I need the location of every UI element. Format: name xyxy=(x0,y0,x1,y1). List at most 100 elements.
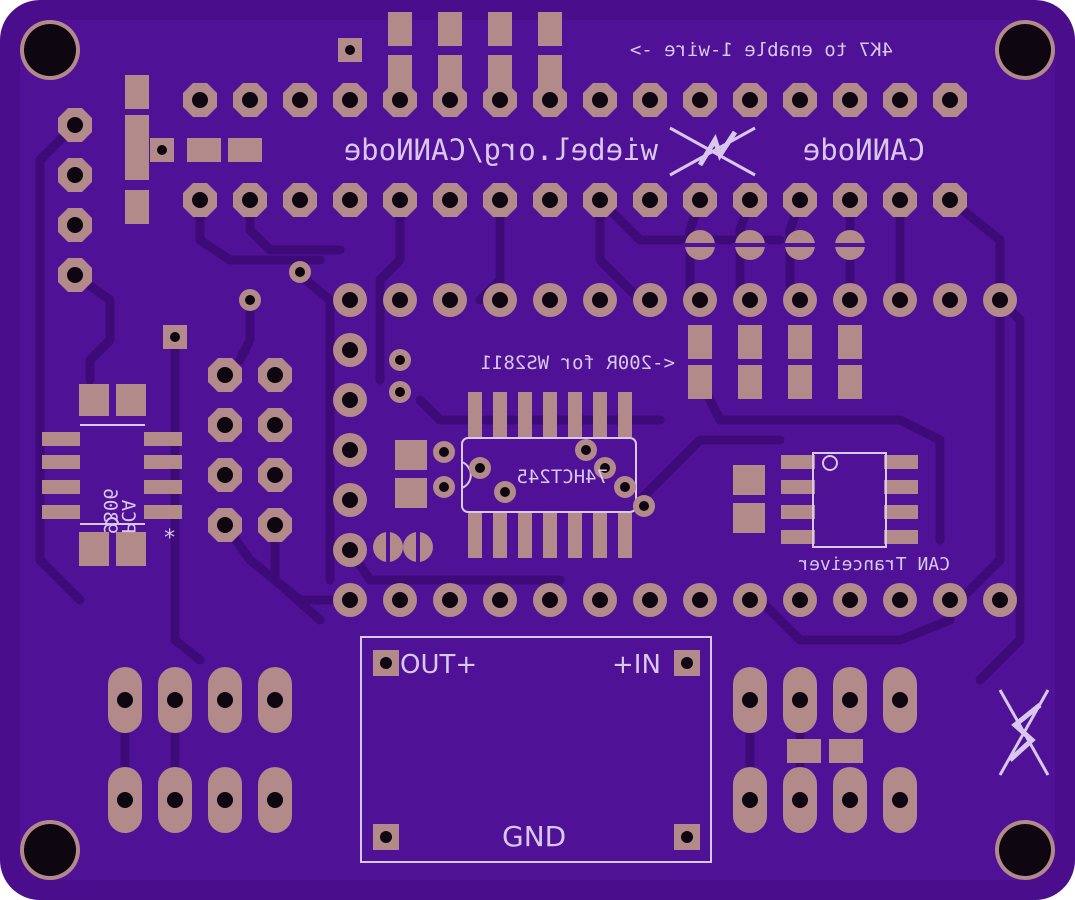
pad-drill xyxy=(267,367,283,383)
smd-pad xyxy=(187,138,221,162)
mounting-holes xyxy=(20,20,1055,880)
pad-drill xyxy=(342,442,358,458)
silk-ic2-label-line1: PCA xyxy=(117,499,139,534)
pad-drill xyxy=(592,592,608,608)
pad-drill xyxy=(842,192,858,208)
via-drill xyxy=(395,387,405,397)
smd-resistor-pads-right xyxy=(688,325,862,399)
pad-drill xyxy=(267,692,283,708)
pad-drill xyxy=(842,792,858,808)
smd-pad xyxy=(388,55,412,89)
pad-drill xyxy=(742,92,758,108)
pad-drill xyxy=(542,92,558,108)
pad-drill xyxy=(292,92,308,108)
pad-drill xyxy=(742,792,758,808)
pad-drill xyxy=(842,92,858,108)
pad-drill xyxy=(542,192,558,208)
pad-drill xyxy=(342,542,358,558)
smd-pad xyxy=(438,12,462,46)
pad-drill xyxy=(942,292,958,308)
pad-drill xyxy=(892,692,908,708)
pad-drill xyxy=(742,592,758,608)
silk-ic1-label: 74HCT245 xyxy=(516,466,608,488)
smd-pad xyxy=(538,12,562,46)
via-drill xyxy=(245,295,255,305)
74hct245-footprint xyxy=(461,392,637,558)
pad-drill xyxy=(217,367,233,383)
silk-ic2-label-line2: 9306 xyxy=(99,488,121,534)
pad-drill xyxy=(342,292,358,308)
pad-drill xyxy=(642,292,658,308)
pad-drill xyxy=(842,592,858,608)
smd-pad xyxy=(125,190,149,224)
pca9306-footprint xyxy=(42,384,182,566)
smd-pad xyxy=(518,513,532,558)
pad-drill xyxy=(792,592,808,608)
pad-drill xyxy=(167,692,183,708)
pad-drill xyxy=(542,292,558,308)
lightning-logo-right xyxy=(998,689,1050,776)
silk-asterisk: * xyxy=(163,526,176,551)
via-drill xyxy=(639,501,649,511)
smd-pad xyxy=(125,115,149,180)
pad-drill xyxy=(342,92,358,108)
pad-drill xyxy=(742,192,758,208)
smd-pad xyxy=(488,55,512,89)
can-transceiver-footprint xyxy=(781,452,918,548)
pad-drill xyxy=(442,592,458,608)
pad-drill xyxy=(992,592,1008,608)
silk-reg-out: OUT+ xyxy=(400,650,477,680)
pad-drill xyxy=(742,692,758,708)
pad-drill xyxy=(242,92,258,108)
smd-pad xyxy=(488,12,512,46)
smd-pad xyxy=(543,513,557,558)
via-drill xyxy=(295,267,305,277)
smd-pad xyxy=(468,392,482,437)
pad-drill xyxy=(842,292,858,308)
oval-connector-pads xyxy=(108,667,917,833)
smd-pad xyxy=(388,12,412,46)
pad-drill xyxy=(792,292,808,308)
pad-drill xyxy=(942,592,958,608)
pad-drill xyxy=(267,517,283,533)
pad-drill xyxy=(342,392,358,408)
pad-drill xyxy=(492,92,508,108)
smd-resistor-pads-top xyxy=(388,12,562,89)
pad-drill xyxy=(192,192,208,208)
via-drill xyxy=(395,355,405,365)
pad-drill xyxy=(642,592,658,608)
smd-pad xyxy=(125,75,149,109)
pad-drill xyxy=(792,792,808,808)
via-drill xyxy=(600,463,610,473)
pad-drill xyxy=(342,342,358,358)
pad-drill xyxy=(792,92,808,108)
pad-drill xyxy=(442,192,458,208)
smd-pad xyxy=(593,392,607,437)
pad-drill xyxy=(592,92,608,108)
pad-drill xyxy=(217,792,233,808)
pad-drill xyxy=(67,117,83,133)
via-drill xyxy=(475,463,485,473)
mounting-hole-drill xyxy=(24,24,76,76)
smd-pad xyxy=(538,55,562,89)
pad-drill xyxy=(67,267,83,283)
pad-drill xyxy=(217,417,233,433)
pad-drill xyxy=(642,92,658,108)
pad-drill xyxy=(167,792,183,808)
pad-drill xyxy=(267,467,283,483)
pad-drill xyxy=(67,167,83,183)
mounting-hole-drill xyxy=(24,824,76,876)
pad-drill xyxy=(392,292,408,308)
pad-drill xyxy=(267,417,283,433)
pad-drill xyxy=(692,592,708,608)
lightning-logo-top xyxy=(669,126,756,177)
smd-pad xyxy=(543,392,557,437)
via-drill xyxy=(581,445,591,455)
silk-brand: CANNode xyxy=(803,133,925,167)
pad-drill xyxy=(592,292,608,308)
mounting-hole-drill xyxy=(999,824,1051,876)
pad-drill xyxy=(842,692,858,708)
pad-drill xyxy=(692,192,708,208)
via-drill xyxy=(439,482,449,492)
